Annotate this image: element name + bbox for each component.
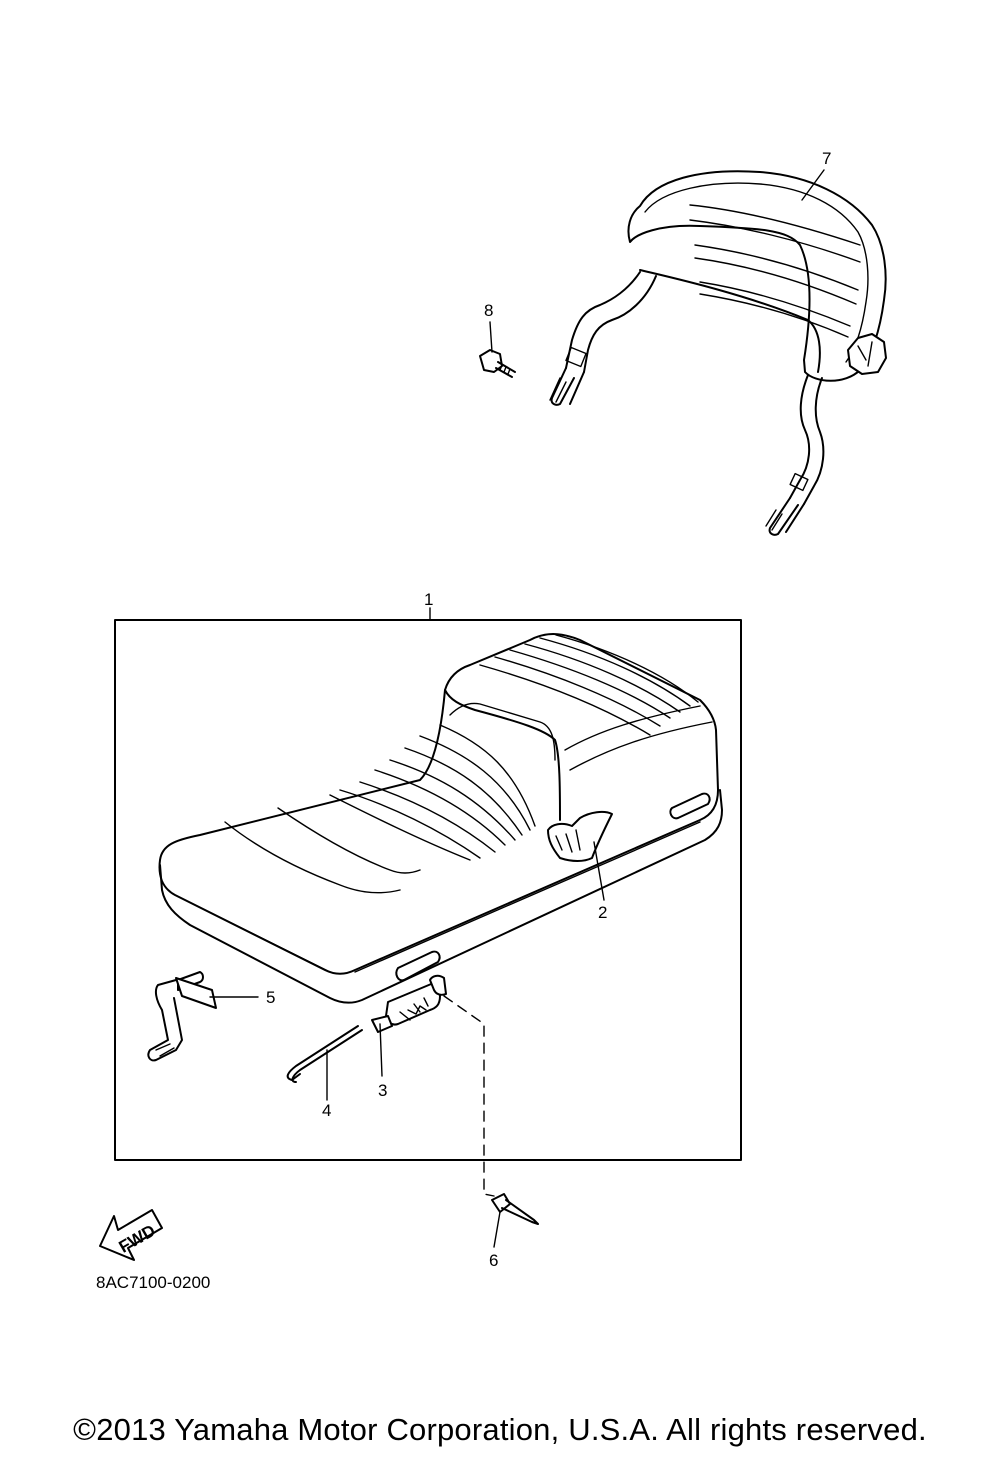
callout-8: 8: [484, 301, 493, 320]
part-3-latch[interactable]: [371, 974, 447, 1033]
assembly-frame: [114, 619, 742, 1161]
part-1-seat[interactable]: [158, 633, 723, 1004]
callout-7: 7: [822, 149, 831, 168]
part-7-backrest[interactable]: [549, 170, 887, 536]
part-4-rod[interactable]: [286, 1025, 363, 1083]
fwd-arrow-icon: FWD: [99, 1209, 163, 1261]
callout-6: 6: [489, 1251, 498, 1270]
callout-5: 5: [266, 988, 275, 1007]
callout-4: 4: [322, 1101, 331, 1120]
callout-1: 1: [424, 590, 433, 609]
leader-lines: [209, 169, 825, 1248]
part-5-bracket[interactable]: [147, 971, 217, 1062]
callout-2: 2: [598, 903, 607, 922]
callout-3: 3: [378, 1081, 387, 1100]
diagram-code: 8AC7100-0200: [96, 1273, 210, 1292]
part-8-bolt[interactable]: [479, 349, 516, 378]
part-6-location-line: [443, 995, 495, 1197]
copyright-notice: ©2013 Yamaha Motor Corporation, U.S.A. A…: [73, 1412, 927, 1447]
part-6-pin[interactable]: [491, 1193, 539, 1225]
